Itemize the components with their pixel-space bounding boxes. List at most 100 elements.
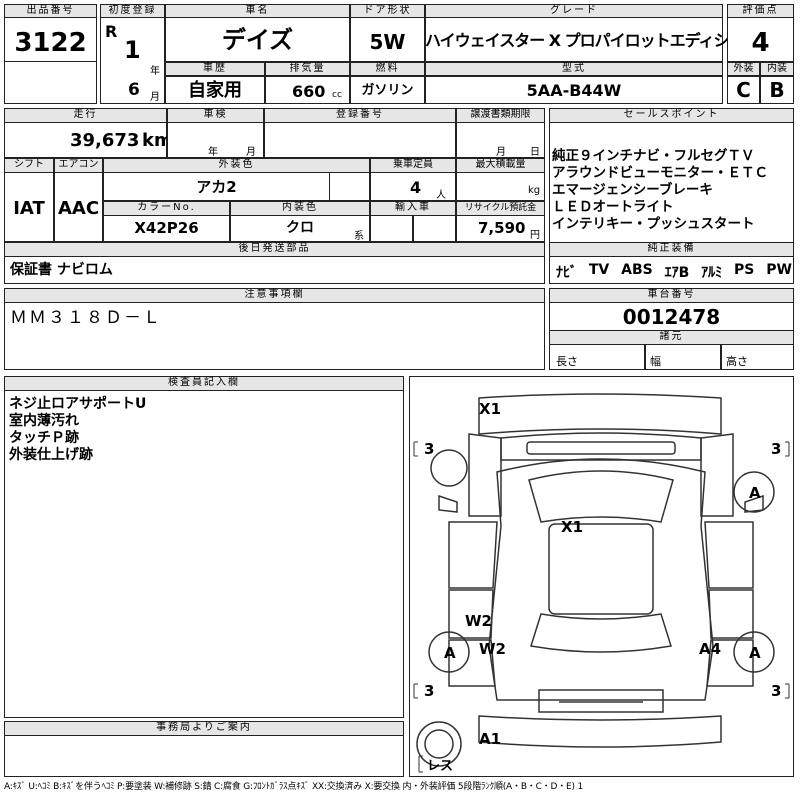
wheel-rear-right-mark: A <box>749 644 761 662</box>
import-cell-a <box>370 215 413 242</box>
model-code-cell <box>425 76 723 104</box>
import-cell-b <box>413 215 456 242</box>
inspector-notes-label: 検査員記入欄 <box>4 376 404 391</box>
lot-number: 3122 <box>14 28 87 58</box>
mileage-unit: km <box>142 130 173 151</box>
sales-point: エマージェンシーブレーキ <box>552 182 713 198</box>
exterior-color-cell <box>103 172 330 201</box>
front-grille <box>526 441 676 455</box>
inspector-note: ネジ止ロアサポートU <box>9 396 147 412</box>
model-code: 5AA-B44W <box>526 81 622 100</box>
car-damage-diagram: 3 3 3 3 レス X1 X1 W2 W2 A4 A1 A A A <box>413 393 790 774</box>
office-notice-box <box>4 735 404 777</box>
sales-point: ＬＥＤオートライト <box>552 199 674 215</box>
registration-number-cell <box>264 122 456 158</box>
score: 4 <box>751 28 770 58</box>
sales-point: アラウンドビューモニター・ＥＴＣ <box>552 165 768 181</box>
shift: IAT <box>13 198 45 219</box>
spare-tire-status: レス <box>427 759 453 774</box>
equipment-item: TV <box>588 262 610 278</box>
mark-rear-bumper: A1 <box>479 730 501 748</box>
sales-points-label: セールスポイント <box>549 108 794 123</box>
mark-hood: X1 <box>561 518 583 536</box>
exterior-color: アカ2 <box>196 178 237 196</box>
lot-number-blank <box>4 61 97 104</box>
tire-rear-right-tread: 3 <box>771 682 781 700</box>
import-label: 輸入車 <box>370 201 456 216</box>
specs-label: 諸元 <box>549 330 794 345</box>
mileage-label: 走行 <box>4 108 167 123</box>
interior-color-unit: 系 <box>354 231 364 242</box>
transfer-deadline-cell <box>456 122 545 158</box>
height-cell <box>721 344 794 370</box>
inspector-notes-box <box>4 390 404 718</box>
sales-point: インテリキー・プッシュスタート <box>552 216 755 232</box>
color-number-label: カラーNo. <box>103 201 230 216</box>
chassis-number-cell <box>549 302 794 331</box>
tire-rear-left-tread: 3 <box>424 682 434 700</box>
mark-front-bumper: X1 <box>479 400 501 418</box>
rear-plate-area <box>538 689 664 713</box>
left-front-door <box>448 521 498 589</box>
exterior-grade-cell <box>727 76 760 104</box>
inspection-cell <box>167 122 264 158</box>
max-load-unit: kg <box>528 185 541 196</box>
right-front-fender-outline <box>700 433 734 517</box>
inspector-notes-list: ネジ止ロアサポートU 室内薄汚れ タッチＰ跡 外装仕上げ跡 <box>9 396 146 464</box>
history-cell <box>165 76 265 104</box>
shift-cell <box>4 172 54 242</box>
height-label: 高さ <box>726 355 748 368</box>
length-label: 長さ <box>556 355 578 368</box>
mileage: 39,673 <box>70 130 140 151</box>
windshield <box>528 470 674 523</box>
interior-color-cell <box>230 215 370 242</box>
left-front-fender-outline <box>468 433 502 517</box>
inspector-note: タッチＰ跡 <box>9 430 79 446</box>
exterior-color-extra-cell <box>329 172 370 201</box>
month-unit: 月 <box>150 92 160 103</box>
chassis-number-label: 車台番号 <box>549 288 794 303</box>
right-mirror <box>744 494 764 513</box>
first-registration-label: 初度登録 <box>100 4 165 18</box>
body-outline <box>488 458 714 701</box>
interior-color-label: 内装色 <box>230 201 370 216</box>
fuel-cell <box>350 76 425 104</box>
passenger-capacity-cell <box>370 172 456 201</box>
displacement-label: 排気量 <box>265 62 350 76</box>
air-conditioner-cell <box>54 172 103 242</box>
recycle-fee-cell <box>456 215 545 242</box>
registration-month: 6 <box>128 80 140 100</box>
office-notice-label: 事務局よりご案内 <box>4 721 404 736</box>
door-type-label: ドア形状 <box>350 4 425 18</box>
left-rear-fender <box>448 639 496 687</box>
right-rear-fender <box>706 639 754 687</box>
standard-equipment-label: 純正装備 <box>549 242 794 257</box>
interior-color: クロ <box>286 220 314 236</box>
capacity-unit: 人 <box>436 190 446 201</box>
recycle-fee: 7,590 <box>478 219 526 237</box>
inspector-note: 室内薄汚れ <box>9 413 79 429</box>
registration-number-label: 登録番号 <box>264 108 456 123</box>
score-label: 評価点 <box>727 4 794 18</box>
caution-label: 注意事項欄 <box>4 288 545 303</box>
rear-window <box>530 613 672 653</box>
wheel-front-right-mark: A <box>749 484 761 502</box>
fuel: ガソリン <box>361 83 414 98</box>
chassis-number: 0012478 <box>622 305 721 329</box>
length-cell <box>549 344 645 370</box>
inspection-month-unit: 月 <box>246 147 256 158</box>
wheel-rear-left <box>428 631 470 673</box>
width-label: 幅 <box>650 355 661 368</box>
interior-grade-label: 内装 <box>760 62 794 76</box>
tire-front-right-tread: 3 <box>771 440 781 458</box>
wheel-front-right <box>733 471 775 513</box>
displacement-unit: cc <box>332 90 342 100</box>
left-mirror <box>438 494 458 513</box>
mark-right-rear-door: A4 <box>699 640 721 658</box>
equipment-item: ｴｱB <box>664 265 690 281</box>
spare-tire <box>416 721 462 767</box>
rear-bumper-outline <box>478 715 722 748</box>
right-front-door <box>704 521 754 589</box>
later-parts-label: 後日発送部品 <box>4 242 545 257</box>
displacement-cell <box>265 76 350 104</box>
